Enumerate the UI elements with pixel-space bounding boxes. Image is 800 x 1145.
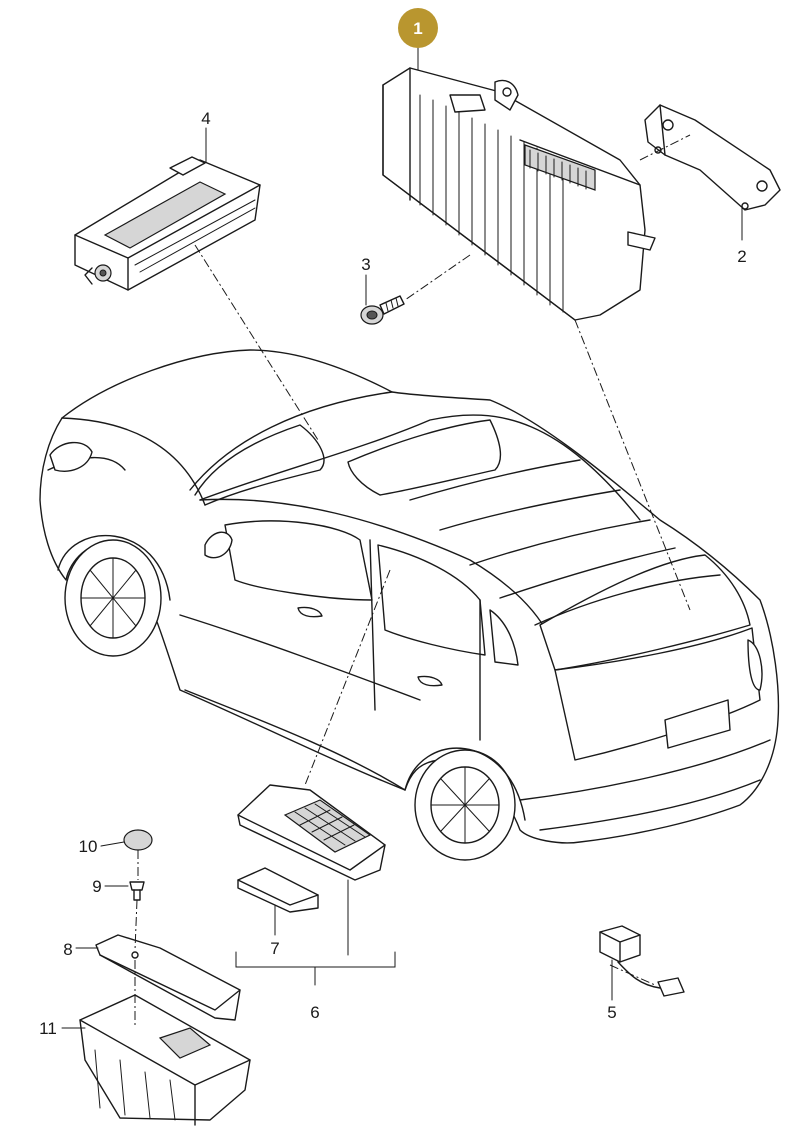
part-7-cover — [237, 867, 319, 913]
callout-9[interactable]: 9 — [92, 877, 101, 896]
part-4-control-unit — [74, 156, 261, 291]
callout-10[interactable]: 10 — [79, 837, 98, 856]
callout-1-badge[interactable]: 1 — [398, 8, 438, 48]
callout-1-circle — [398, 8, 438, 48]
part-2-bracket — [644, 104, 781, 211]
part-9-clip — [129, 881, 145, 901]
callout-4[interactable]: 4 — [201, 109, 210, 128]
callout-2[interactable]: 2 — [737, 247, 746, 266]
callout-5[interactable]: 5 — [607, 1003, 616, 1022]
part-6-console — [237, 784, 386, 881]
part-10-cap — [123, 829, 153, 851]
callout-3[interactable]: 3 — [361, 255, 370, 274]
callout-1-label: 1 — [413, 19, 422, 38]
callout-leaders — [61, 47, 743, 1029]
part-1-amplifier — [382, 67, 656, 321]
callout-8[interactable]: 8 — [63, 940, 72, 959]
callout-11[interactable]: 11 — [39, 1019, 57, 1038]
part-8-trim — [95, 934, 241, 1021]
part-3-screw — [360, 295, 405, 325]
callout-6[interactable]: 6 — [310, 1003, 319, 1022]
leader-lines — [134, 134, 691, 1025]
callout-7[interactable]: 7 — [270, 939, 279, 958]
part-5-connector — [599, 925, 685, 997]
part-11-tray — [79, 994, 251, 1126]
vehicle-outline — [39, 349, 780, 861]
